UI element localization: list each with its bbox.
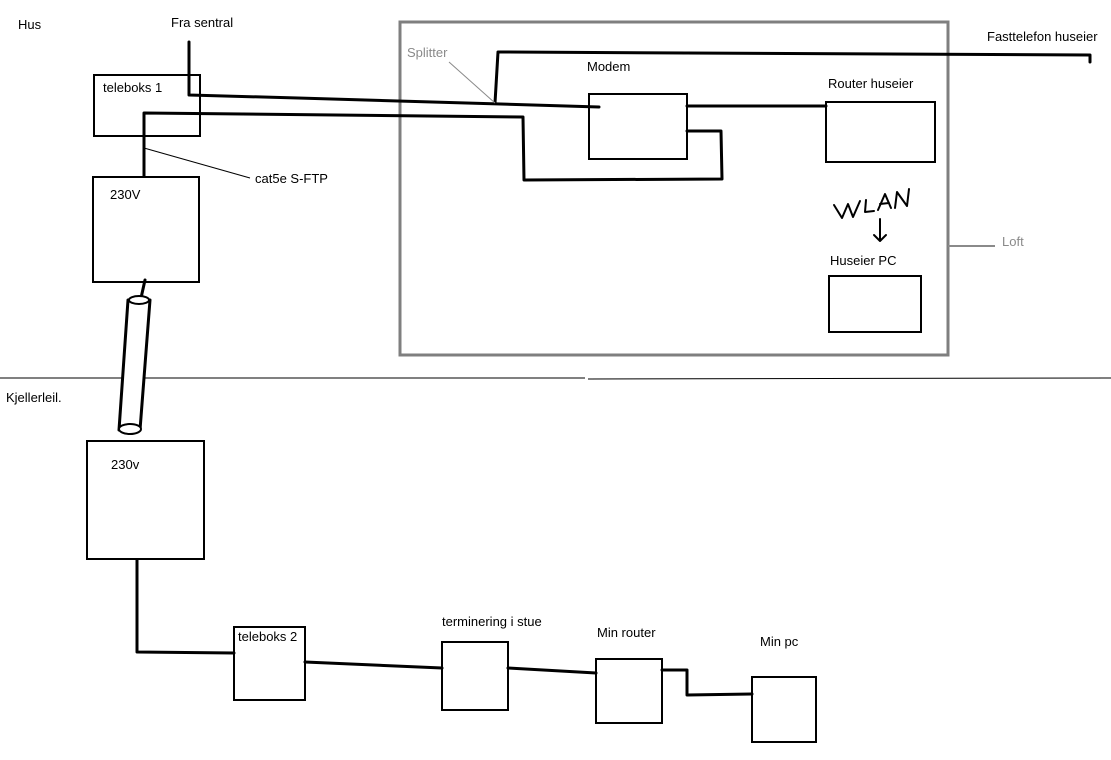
router-huseier-box bbox=[825, 101, 936, 163]
power2-label: 230v bbox=[111, 457, 140, 472]
power-to-teleboks2-line bbox=[135, 558, 236, 655]
min-pc-label: Min pc bbox=[760, 634, 799, 649]
terminering-box bbox=[441, 641, 509, 711]
splitter-label: Splitter bbox=[407, 45, 448, 60]
min-pc-box bbox=[751, 676, 817, 743]
terminering-router-line bbox=[506, 666, 598, 675]
basement-label: Kjellerleil. bbox=[6, 390, 62, 405]
teleboks1-label: teleboks 1 bbox=[103, 80, 162, 95]
router-huseier-label: Router huseier bbox=[828, 76, 914, 91]
fixed-phone-line bbox=[493, 50, 1092, 105]
min-router-box bbox=[595, 658, 663, 724]
power-outlet-2-box bbox=[86, 440, 205, 560]
min-router-label: Min router bbox=[597, 625, 656, 640]
house-label: Hus bbox=[18, 17, 42, 32]
cat5e-cable bbox=[142, 111, 724, 182]
floor-divider-right bbox=[587, 377, 1111, 380]
modem-box bbox=[588, 93, 688, 160]
from-central-label: Fra sentral bbox=[171, 15, 233, 30]
huseier-pc-label: Huseier PC bbox=[830, 253, 896, 268]
conduit-top-end bbox=[128, 295, 150, 305]
teleboks2-label: teleboks 2 bbox=[238, 629, 297, 644]
conduit-top-lead bbox=[139, 278, 147, 300]
loft-area-box bbox=[398, 20, 950, 357]
splitter-pointer bbox=[448, 61, 496, 104]
power-outlet-1-box bbox=[92, 176, 200, 283]
teleboks2-terminering-line bbox=[303, 660, 444, 670]
modem-label: Modem bbox=[587, 59, 630, 74]
cat5e-label: cat5e S-FTP bbox=[255, 171, 328, 186]
power1-label: 230V bbox=[110, 187, 141, 202]
router-pc-line bbox=[660, 668, 754, 697]
loft-label: Loft bbox=[1002, 234, 1024, 249]
incoming-phone-line bbox=[187, 40, 601, 109]
wlan-handwritten-label bbox=[833, 188, 910, 219]
huseier-pc-box bbox=[828, 275, 922, 333]
cat5e-pointer bbox=[143, 147, 251, 179]
teleboks1-box bbox=[93, 74, 201, 137]
conduit-bottom-end bbox=[118, 423, 142, 435]
wlan-arrow-icon bbox=[873, 218, 887, 242]
fixed-phone-label: Fasttelefon huseier bbox=[987, 29, 1098, 44]
terminering-label: terminering i stue bbox=[442, 614, 542, 629]
powerline-conduit bbox=[117, 298, 152, 432]
